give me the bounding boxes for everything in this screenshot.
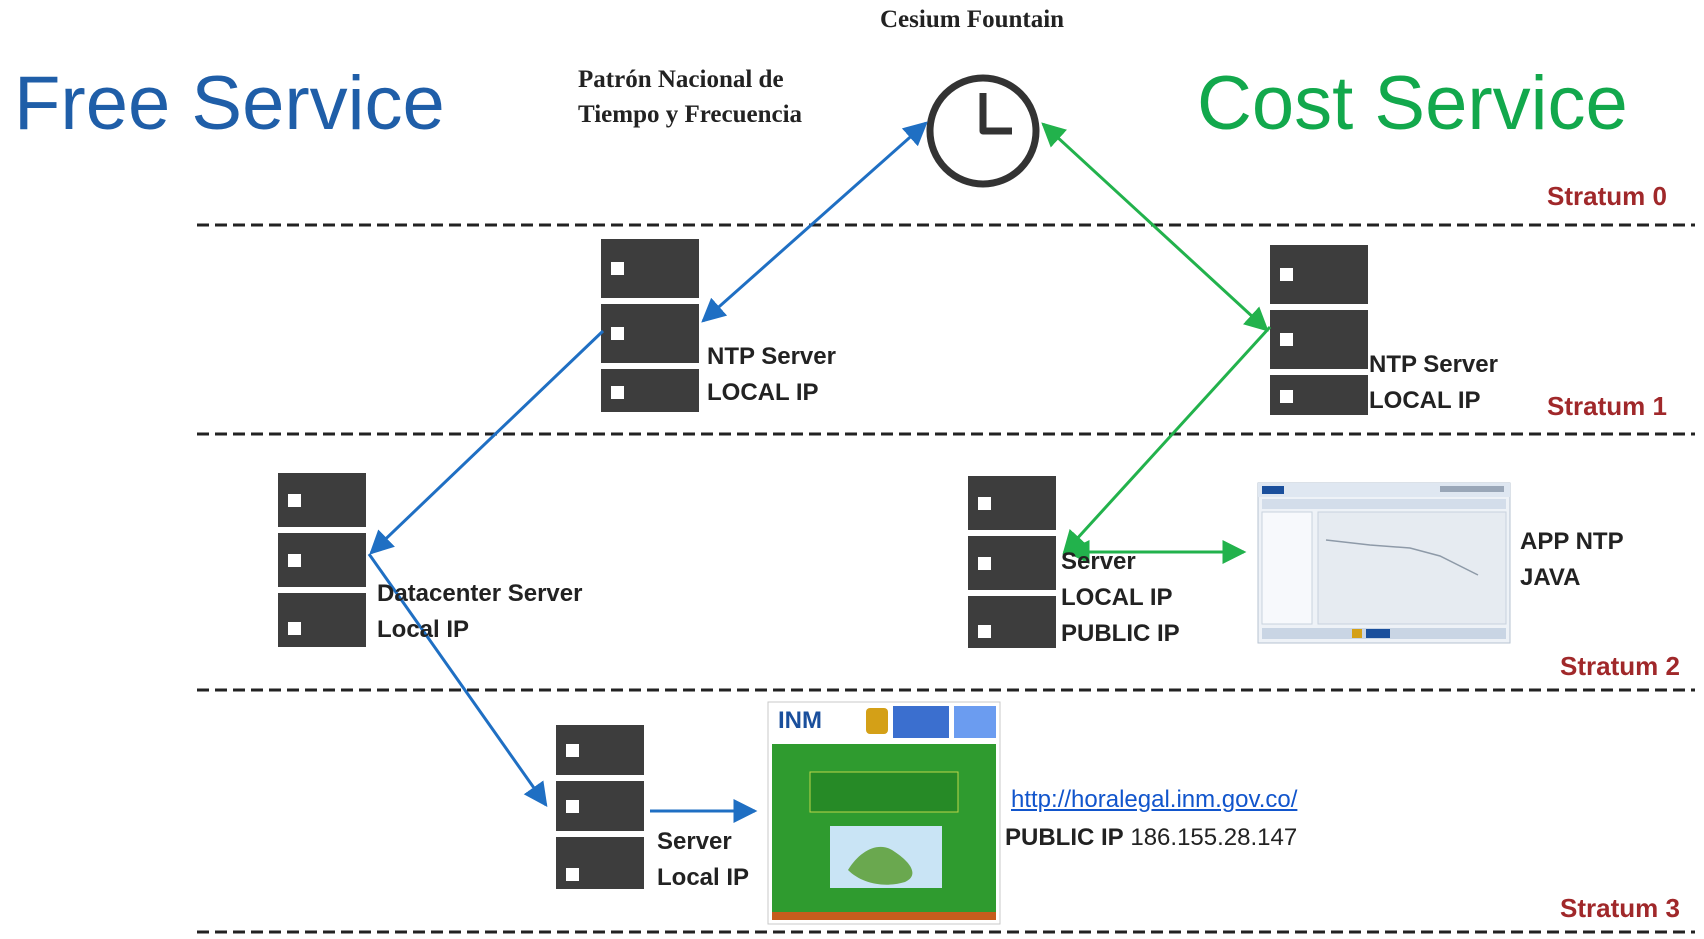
public-server-label: Server LOCAL IP PUBLIC IP	[1061, 544, 1180, 652]
svg-text:INM: INM	[778, 707, 822, 734]
ntp-server-left-label: NTP Server LOCAL IP	[707, 339, 836, 411]
arrow-datacenter-to-local-server	[367, 553, 548, 807]
public-server-line2: LOCAL IP	[1061, 584, 1173, 611]
app-ntp-line1: APP NTP	[1520, 528, 1624, 555]
public-server-line3: PUBLIC IP	[1061, 620, 1180, 647]
public-ip-label: PUBLIC IP	[1005, 824, 1124, 851]
clock-icon	[926, 74, 1040, 188]
public-ip-text: PUBLIC IP 186.155.28.147	[1005, 824, 1297, 852]
arrow-ntp-left-to-datacenter	[369, 329, 605, 555]
local-server-line1: Server	[657, 828, 732, 855]
app-ntp-line2: JAVA	[1520, 564, 1581, 591]
public-ip-value: 186.155.28.147	[1130, 824, 1298, 851]
ntp-server-left-line2: LOCAL IP	[707, 379, 819, 406]
national-standard-line1: Patrón Nacional de	[578, 66, 784, 93]
arrow-ntp-right-to-public-server	[1062, 325, 1272, 555]
datacenter-server-label: Datacenter Server Local IP	[377, 576, 582, 648]
stratum-3-label: Stratum 3	[1560, 893, 1680, 923]
horalegal-web-screenshot: INM	[767, 701, 1001, 925]
cesium-fountain-label: Cesium Fountain	[880, 6, 1065, 33]
ntp-server-left-line1: NTP Server	[707, 343, 836, 370]
app-ntp-label: APP NTP JAVA	[1520, 524, 1624, 596]
ntp-server-right-label: NTP Server LOCAL IP	[1369, 347, 1498, 419]
ntp-server-right-icon	[1270, 245, 1368, 415]
national-standard-label: Patrón Nacional de Tiempo y Frecuencia	[578, 62, 802, 132]
local-server-label: Server Local IP	[657, 824, 749, 896]
ntp-server-right-line1: NTP Server	[1369, 351, 1498, 378]
ntp-server-right-line2: LOCAL IP	[1369, 387, 1481, 414]
stratum-0-label: Stratum 0	[1547, 181, 1667, 211]
app-ntp-screenshot	[1257, 482, 1511, 644]
local-server-icon	[556, 725, 644, 889]
datacenter-server-line2: Local IP	[377, 616, 470, 643]
ntp-server-left-icon	[601, 239, 699, 412]
arrow-clock-to-ntp-left	[701, 121, 928, 323]
arrow-clock-to-ntp-right	[1041, 122, 1269, 332]
public-server-icon	[968, 476, 1056, 648]
public-server-line1: Server	[1061, 548, 1136, 575]
stratum-2-label: Stratum 2	[1560, 651, 1680, 681]
national-standard-line2: Tiempo y Frecuencia	[578, 101, 803, 128]
datacenter-server-icon	[278, 473, 366, 647]
stratum-1-label: Stratum 1	[1547, 391, 1667, 421]
horalegal-url-link[interactable]: http://horalegal.inm.gov.co/	[1011, 786, 1298, 813]
datacenter-server-line1: Datacenter Server	[377, 580, 583, 607]
local-server-line2: Local IP	[657, 864, 750, 891]
cost-service-title: Cost Service	[1197, 61, 1628, 146]
free-service-title: Free Service	[14, 61, 445, 146]
